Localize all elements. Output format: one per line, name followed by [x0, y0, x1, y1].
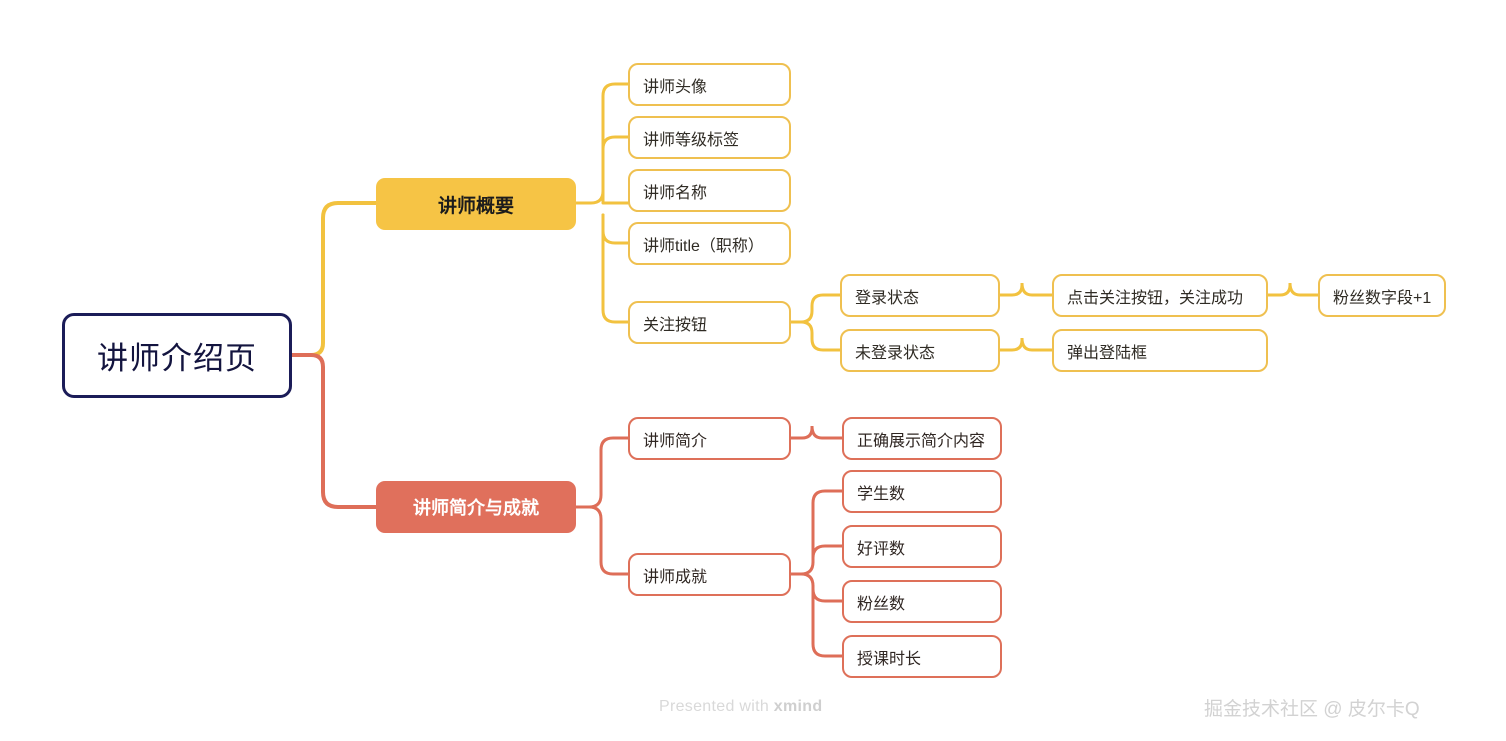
- connector-achieve-4: [788, 572, 844, 658]
- connector-achieve-1: [788, 489, 844, 576]
- author-watermark: 掘金技术社区 @ 皮尔卡Q: [1204, 699, 1420, 720]
- topic-teaching-duration[interactable]: 授课时长: [842, 635, 1002, 678]
- connector-success-fans: [1266, 282, 1320, 297]
- xmind-watermark-brand: xmind: [773, 698, 823, 715]
- topic-instructor-title[interactable]: 讲师title（职称）: [628, 222, 791, 265]
- xmind-watermark: Presented with xmind: [659, 698, 822, 716]
- topic-follow-success[interactable]: 点击关注按钮，关注成功: [1052, 274, 1268, 317]
- topic-instructor-name-label: 讲师名称: [643, 184, 708, 202]
- topic-student-count[interactable]: 学生数: [842, 470, 1002, 513]
- topic-instructor-achievements[interactable]: 讲师成就: [628, 553, 791, 596]
- topic-display-intro-content[interactable]: 正确展示简介内容: [842, 417, 1002, 460]
- branch-node-intro-achievements-label: 讲师简介与成就: [413, 498, 539, 518]
- branch-node-overview[interactable]: 讲师概要: [376, 178, 576, 230]
- topic-teaching-duration-label: 授课时长: [857, 650, 922, 668]
- topic-fans-count[interactable]: 粉丝数: [842, 580, 1002, 623]
- connector-overview-children: [574, 82, 630, 205]
- topic-instructor-name[interactable]: 讲师名称: [628, 169, 791, 212]
- topic-follow-button-label: 关注按钮: [643, 316, 708, 334]
- topic-instructor-level-tag[interactable]: 讲师等级标签: [628, 116, 791, 159]
- topic-instructor-avatar-label: 讲师头像: [643, 78, 708, 96]
- connector-intro-branch-top: [574, 436, 630, 509]
- topic-fans-count-increment-label: 粉丝数字段+1: [1333, 289, 1432, 307]
- topic-follow-button[interactable]: 关注按钮: [628, 301, 791, 344]
- topic-logged-out-state[interactable]: 未登录状态: [840, 329, 1000, 372]
- topic-logged-out-state-label: 未登录状态: [855, 344, 936, 362]
- connector-follow-login: [788, 293, 842, 324]
- connector-login-success: [998, 282, 1054, 297]
- topic-instructor-level-tag-label: 讲师等级标签: [643, 131, 740, 149]
- connector-root-to-branch-red: [290, 353, 378, 509]
- topic-logged-in-state[interactable]: 登录状态: [840, 274, 1000, 317]
- topic-positive-review-count-label: 好评数: [857, 540, 906, 558]
- xmind-watermark-prefix: Presented with: [659, 698, 774, 715]
- topic-instructor-avatar[interactable]: 讲师头像: [628, 63, 791, 106]
- connector-overview-child-3: [601, 188, 630, 217]
- connector-logout-dialog: [998, 337, 1054, 352]
- branch-node-overview-label: 讲师概要: [437, 195, 514, 217]
- topic-login-dialog-label: 弹出登陆框: [1067, 344, 1148, 362]
- connector-overview-child-4: [601, 213, 630, 245]
- topic-login-dialog[interactable]: 弹出登陆框: [1052, 329, 1268, 372]
- connector-intro-content: [788, 425, 844, 440]
- connector-achieve-2: [811, 544, 844, 564]
- connector-achieve-3: [811, 584, 844, 603]
- topic-positive-review-count[interactable]: 好评数: [842, 525, 1002, 568]
- topic-follow-success-label: 点击关注按钮，关注成功: [1067, 289, 1244, 307]
- topic-display-intro-content-label: 正确展示简介内容: [857, 432, 986, 450]
- connector-overview-child-2: [601, 135, 630, 193]
- topic-fans-count-label: 粉丝数: [857, 595, 906, 613]
- connector-root-to-branches: [290, 201, 378, 357]
- connector-intro-branch-bottom: [574, 505, 630, 576]
- connector-follow-logout: [788, 320, 842, 352]
- topic-instructor-intro[interactable]: 讲师简介: [628, 417, 791, 460]
- topic-student-count-label: 学生数: [857, 485, 906, 503]
- topic-instructor-intro-label: 讲师简介: [643, 432, 708, 450]
- root-node-label: 讲师介绍页: [97, 341, 257, 376]
- topic-logged-in-state-label: 登录状态: [855, 289, 920, 307]
- root-node[interactable]: 讲师介绍页: [62, 313, 292, 398]
- connector-overview-child-5: [601, 213, 630, 324]
- topic-instructor-title-label: 讲师title（职称）: [643, 237, 764, 255]
- branch-node-intro-achievements[interactable]: 讲师简介与成就: [376, 481, 576, 533]
- topic-fans-count-increment[interactable]: 粉丝数字段+1: [1318, 274, 1446, 317]
- topic-instructor-achievements-label: 讲师成就: [643, 568, 708, 586]
